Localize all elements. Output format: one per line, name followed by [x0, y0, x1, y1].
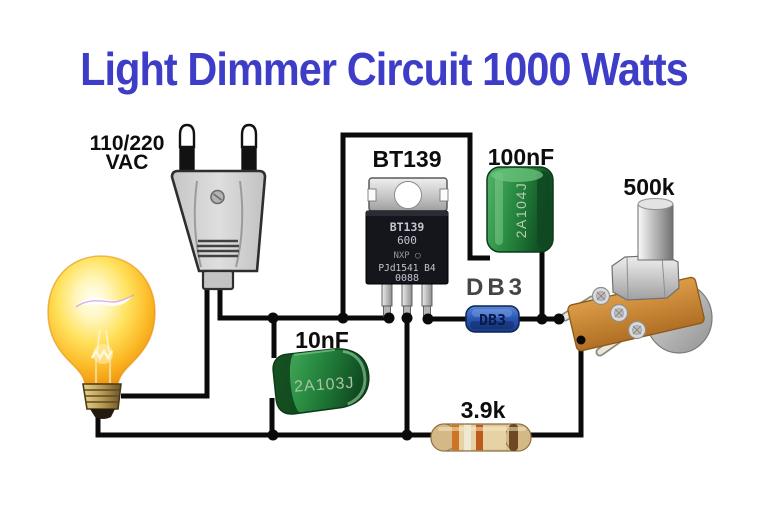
resistor-band-2 — [464, 424, 471, 451]
pot-nut — [611, 254, 680, 301]
capacitor-100nf-body — [486, 166, 554, 253]
ac-plug — [170, 123, 267, 291]
pot-shaft — [637, 203, 674, 261]
label-cap-100nf: 100nF — [487, 144, 555, 170]
label-triac: BT139 — [372, 146, 442, 172]
label-diac: DB3 — [465, 274, 527, 301]
resistor-band-1 — [452, 424, 459, 451]
capacitor-100nf-marking: 2A104J — [513, 182, 529, 238]
capacitor-10nf: 2A103J — [272, 348, 370, 415]
triac-marking-line5: 0088 — [395, 273, 419, 284]
bulb-glass — [47, 255, 156, 385]
wire-plug-to-triac-mt1 — [217, 286, 389, 321]
triac-marking-line3: NXP ◯ — [393, 251, 421, 261]
wire-top-bracket-to-100nf — [340, 132, 490, 318]
potentiometer-500k — [560, 198, 713, 357]
resistor-39k — [430, 423, 532, 452]
label-source-voltage: 110/220 VAC — [89, 132, 165, 174]
capacitor-100nf: 2A104J — [486, 166, 554, 253]
wire-lamp-to-plug — [121, 286, 210, 399]
bulb-contact-tip — [90, 409, 115, 419]
plug-prong-left — [178, 123, 196, 175]
plug-prong-right — [240, 123, 258, 175]
label-resistor: 3.9k — [460, 397, 506, 423]
page-title: Light Dimmer Circuit 1000 Watts — [80, 43, 689, 95]
triac-bt139: BT139 600 NXP ◯ PJd1541 B4 0088 — [365, 177, 449, 318]
wire-bottom-rail — [95, 340, 584, 438]
plug-cord-boot — [201, 269, 235, 291]
junction-dots — [267, 312, 586, 441]
resistor-band-3 — [476, 424, 483, 451]
diac-db3: DB3 — [465, 305, 520, 333]
light-bulb — [47, 255, 156, 419]
label-source-voltage-line2: VAC — [105, 151, 149, 174]
diac-db3-marking: DB3 — [479, 311, 506, 329]
bulb-filament — [90, 329, 114, 383]
plug-vents — [197, 239, 239, 258]
triac-marking-line4: PJd1541 B4 — [378, 263, 435, 274]
pot-terminal-screws — [591, 286, 647, 340]
label-source-voltage-line1: 110/220 — [89, 132, 165, 155]
triac-marking-line1: BT139 — [390, 220, 425, 234]
triac-legs — [381, 283, 433, 318]
triac-marking-line2: 600 — [397, 234, 417, 247]
capacitor-10nf-marking: 2A103J — [294, 375, 355, 396]
triac-mounting-hole — [394, 181, 422, 209]
label-potentiometer: 500k — [623, 174, 675, 200]
